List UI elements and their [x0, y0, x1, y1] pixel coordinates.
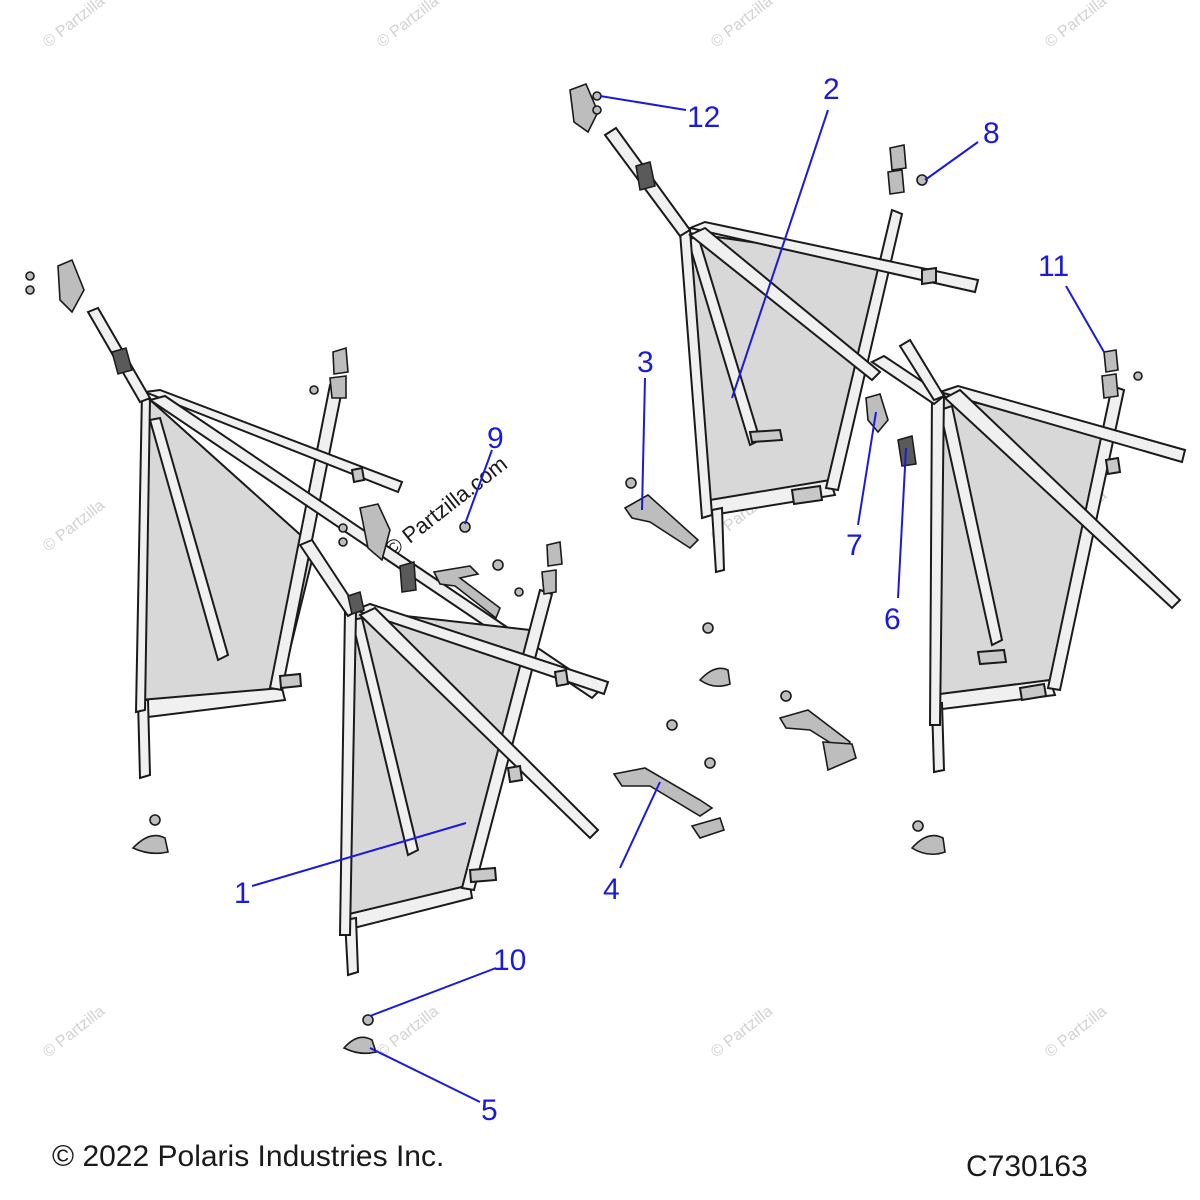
watermark-center: © Partzilla.com	[380, 451, 512, 562]
leader-line-4	[619, 781, 661, 869]
leader-line-6	[897, 447, 907, 599]
callout-4: 4	[603, 873, 620, 906]
callout-2: 2	[823, 73, 840, 106]
callout-7: 7	[846, 529, 863, 562]
callout-6: 6	[884, 603, 901, 636]
callout-8: 8	[983, 117, 1000, 150]
leader-line-11	[1065, 285, 1105, 353]
drawing-number: C730163	[966, 1150, 1088, 1183]
watermark: © Partzilla	[708, 1003, 776, 1061]
watermark: © Partzilla	[40, 0, 108, 51]
callout-3: 3	[637, 346, 654, 379]
leader-lines	[251, 95, 1105, 1103]
leader-line-3	[641, 377, 646, 511]
loose-hardware	[131, 174, 946, 1055]
callout-10: 10	[493, 944, 526, 977]
leader-line-2	[731, 109, 829, 399]
leader-line-5	[369, 1047, 481, 1103]
callout-labels: 1 2 3 4 5 6 7 8 9 10 11 12	[234, 73, 1069, 1127]
watermark: © Partzilla	[1042, 0, 1110, 51]
watermark: © Partzilla	[1042, 1003, 1110, 1061]
leader-line-12	[599, 95, 687, 111]
callout-12: 12	[687, 101, 720, 134]
callout-11: 11	[1038, 250, 1069, 283]
watermark: © Partzilla	[40, 1003, 108, 1061]
watermark: © Partzilla	[40, 497, 108, 555]
net-assembly-right-rear	[569, 82, 980, 574]
leader-line-1	[251, 822, 467, 887]
leader-line-7	[857, 411, 877, 526]
callout-5: 5	[481, 1094, 498, 1127]
leader-line-10	[369, 967, 497, 1017]
callout-9: 9	[487, 422, 504, 455]
copyright-text: © 2022 Polaris Industries Inc.	[52, 1140, 444, 1173]
leader-line-8	[924, 141, 979, 181]
net-assembly-left-front	[298, 503, 610, 977]
net-assembly-right-front	[865, 338, 1187, 774]
watermark: © Partzilla	[374, 0, 442, 51]
watermark: © Partzilla	[708, 0, 776, 51]
leader-line-9	[464, 449, 493, 525]
callout-1: 1	[234, 877, 251, 910]
